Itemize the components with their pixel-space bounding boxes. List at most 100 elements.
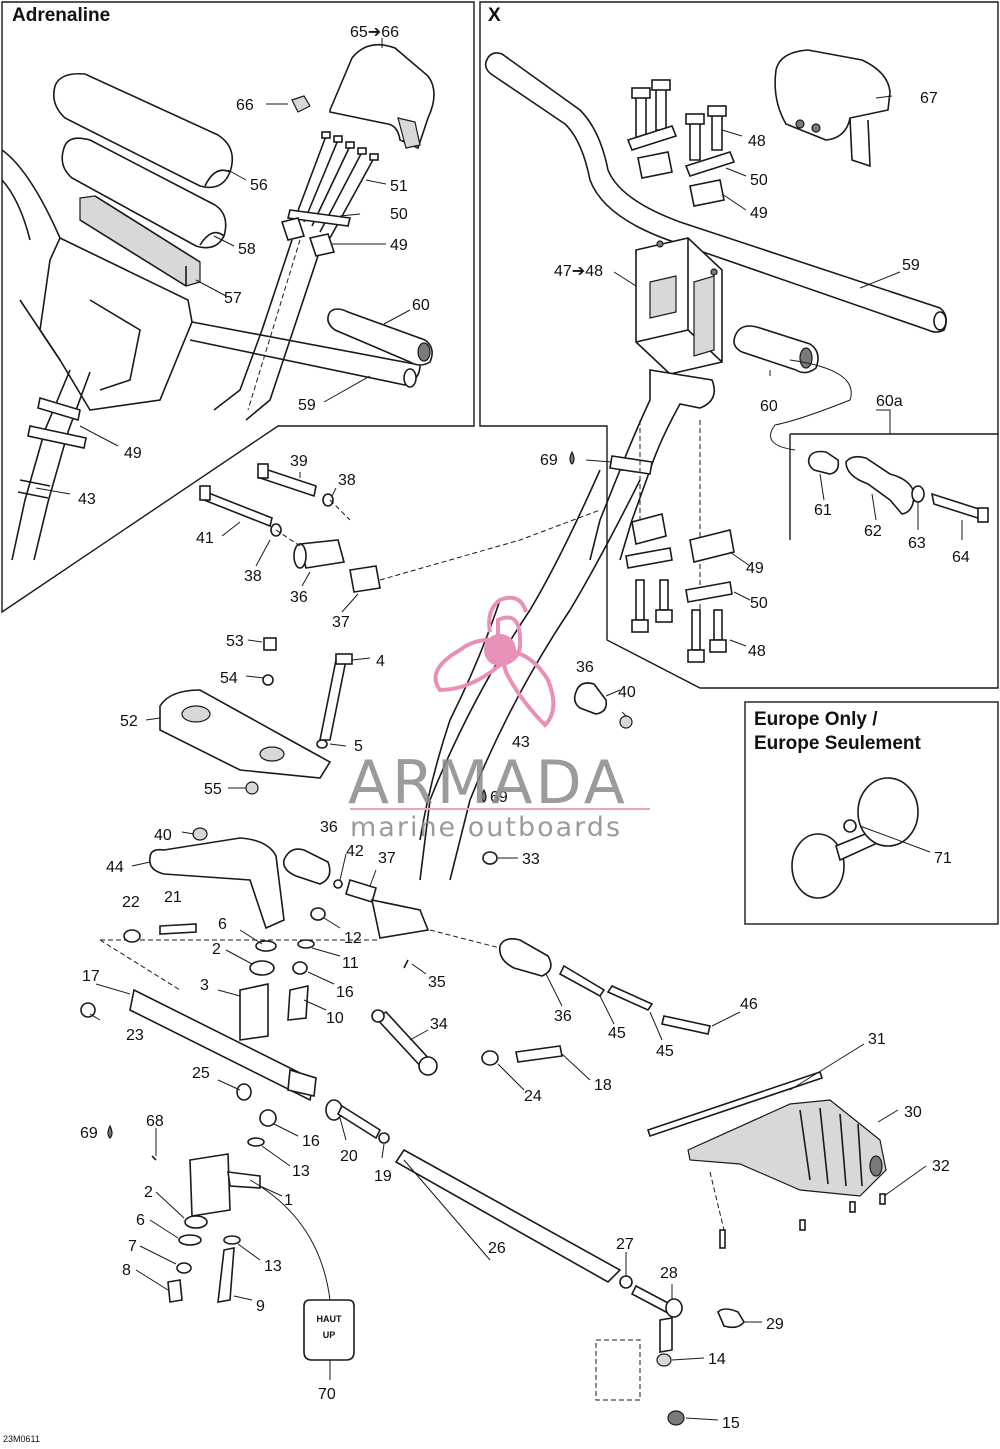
callout-59: 59	[298, 397, 316, 414]
tag-line-1: HAUT	[317, 1314, 342, 1324]
callout-65-66-adrenaline: 65➔66	[350, 24, 399, 41]
callout-60a: 60a	[876, 393, 903, 410]
callout-51: 51	[390, 178, 408, 195]
callout-70: 70	[318, 1386, 336, 1403]
detail-60a-parts	[770, 359, 989, 523]
callout-8: 8	[122, 1262, 131, 1279]
bracket-52	[159, 637, 353, 795]
callout-40: 40	[618, 684, 636, 701]
callout-26: 26	[488, 1240, 506, 1257]
x-handlebar-59	[484, 52, 948, 333]
leader-lines	[35, 38, 963, 1421]
callout-39: 39	[290, 453, 308, 470]
adrenaline-clamps-49-50	[280, 209, 351, 257]
callout-44: 44	[106, 859, 124, 876]
europe-only-title: Europe Only / Europe Seulement	[754, 708, 921, 756]
callout-49-lower: 49	[124, 445, 142, 462]
steering-arm-34	[371, 1009, 563, 1076]
adrenaline-title: Adrenaline	[12, 5, 111, 26]
callout-38: 38	[338, 472, 356, 489]
callout-58: 58	[238, 241, 256, 258]
callout-19: 19	[374, 1168, 392, 1185]
x-riser-47	[635, 237, 723, 375]
x-lower-clamps	[625, 513, 735, 663]
adrenaline-cover-65	[329, 43, 435, 150]
callout-69-upper: 69	[540, 452, 558, 469]
adrenaline-clip-66	[291, 95, 311, 113]
europe-title-line-1: Europe Only /	[754, 709, 878, 730]
callout-32: 32	[932, 1158, 950, 1175]
callout-53: 53	[226, 633, 244, 650]
callout-17: 17	[82, 968, 100, 985]
callout-25: 25	[192, 1065, 210, 1082]
bolt-21-22	[123, 923, 197, 943]
callout-3: 3	[200, 977, 209, 994]
callout-13: 13	[292, 1163, 310, 1180]
adrenaline-frame	[1, 1, 475, 614]
callout-50-x: 50	[750, 172, 768, 189]
callout-1: 1	[284, 1192, 293, 1209]
x-bolts-48	[631, 79, 727, 161]
callout-6: 6	[218, 916, 227, 933]
callout-69-lower: 69	[80, 1125, 98, 1142]
callout-7: 7	[128, 1238, 137, 1255]
callout-36-middle: 36	[320, 819, 338, 836]
callout-36-upper-bearing: 36	[576, 659, 594, 676]
x-clamps-49-50	[626, 125, 736, 207]
callout-12: 12	[344, 930, 362, 947]
callout-16-lower: 16	[302, 1133, 320, 1150]
callout-35: 35	[428, 974, 446, 991]
pivot-tube-1	[151, 1109, 277, 1303]
watermark-divider	[350, 808, 650, 810]
grease-drops	[107, 450, 575, 1139]
callout-18: 18	[594, 1077, 612, 1094]
horn-71	[791, 777, 919, 899]
callout-36: 36	[290, 589, 308, 606]
adrenaline-steering-column	[11, 239, 319, 561]
callout-6-lower: 6	[136, 1212, 145, 1229]
x-steering-column	[589, 369, 716, 620]
adrenaline-bolts-51	[295, 131, 379, 239]
armada-logo-mark	[433, 595, 556, 728]
callout-28: 28	[660, 1265, 678, 1282]
callout-67: 67	[920, 90, 938, 107]
callout-40-bracket: 40	[154, 827, 172, 844]
callout-10: 10	[326, 1010, 344, 1027]
callout-16: 16	[336, 984, 354, 1001]
europe-title-line-2: Europe Seulement	[754, 733, 921, 754]
callout-63: 63	[908, 535, 926, 552]
callout-9: 9	[256, 1298, 265, 1315]
callout-52: 52	[120, 713, 138, 730]
callout-38-lower: 38	[244, 568, 262, 585]
callout-61: 61	[814, 502, 832, 519]
callout-33: 33	[522, 851, 540, 868]
callout-45: 45	[608, 1025, 626, 1042]
pivot-parts-column	[239, 907, 409, 1041]
tie-rod-26	[325, 1099, 745, 1426]
x-title: X	[488, 5, 501, 26]
callout-50-x-lower: 50	[750, 595, 768, 612]
callout-30: 30	[904, 1104, 922, 1121]
upper-bearing-36-40	[573, 682, 633, 729]
boot-30-31	[646, 1070, 887, 1249]
adrenaline-handlebar-pad-56	[52, 72, 234, 189]
callout-64: 64	[952, 549, 970, 566]
callout-43-main: 43	[512, 734, 530, 751]
callout-45-second: 45	[656, 1043, 674, 1060]
callout-57: 57	[224, 290, 242, 307]
callout-24: 24	[524, 1088, 542, 1105]
callout-49-x: 49	[750, 205, 768, 222]
callout-5: 5	[354, 738, 363, 755]
x-cover-67	[774, 49, 891, 168]
adrenaline-pad-58	[61, 137, 227, 249]
callout-56: 56	[250, 177, 268, 194]
linkage-36-45-46	[429, 929, 711, 1035]
callout-50: 50	[390, 206, 408, 223]
callout-49-x-lower: 49	[746, 560, 764, 577]
callout-36-linkage: 36	[554, 1008, 572, 1025]
callout-55: 55	[204, 781, 222, 798]
callout-60-x: 60	[760, 398, 778, 415]
callout-22: 22	[122, 894, 140, 911]
